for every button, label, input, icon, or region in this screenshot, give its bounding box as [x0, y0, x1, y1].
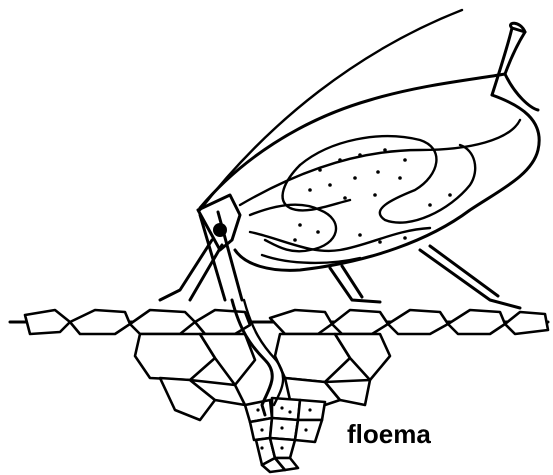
phloem-bundle: [245, 398, 325, 472]
phloem-label: floema: [347, 421, 431, 447]
insect-antenna: [200, 10, 462, 210]
leaf-epidermis: [10, 310, 548, 334]
